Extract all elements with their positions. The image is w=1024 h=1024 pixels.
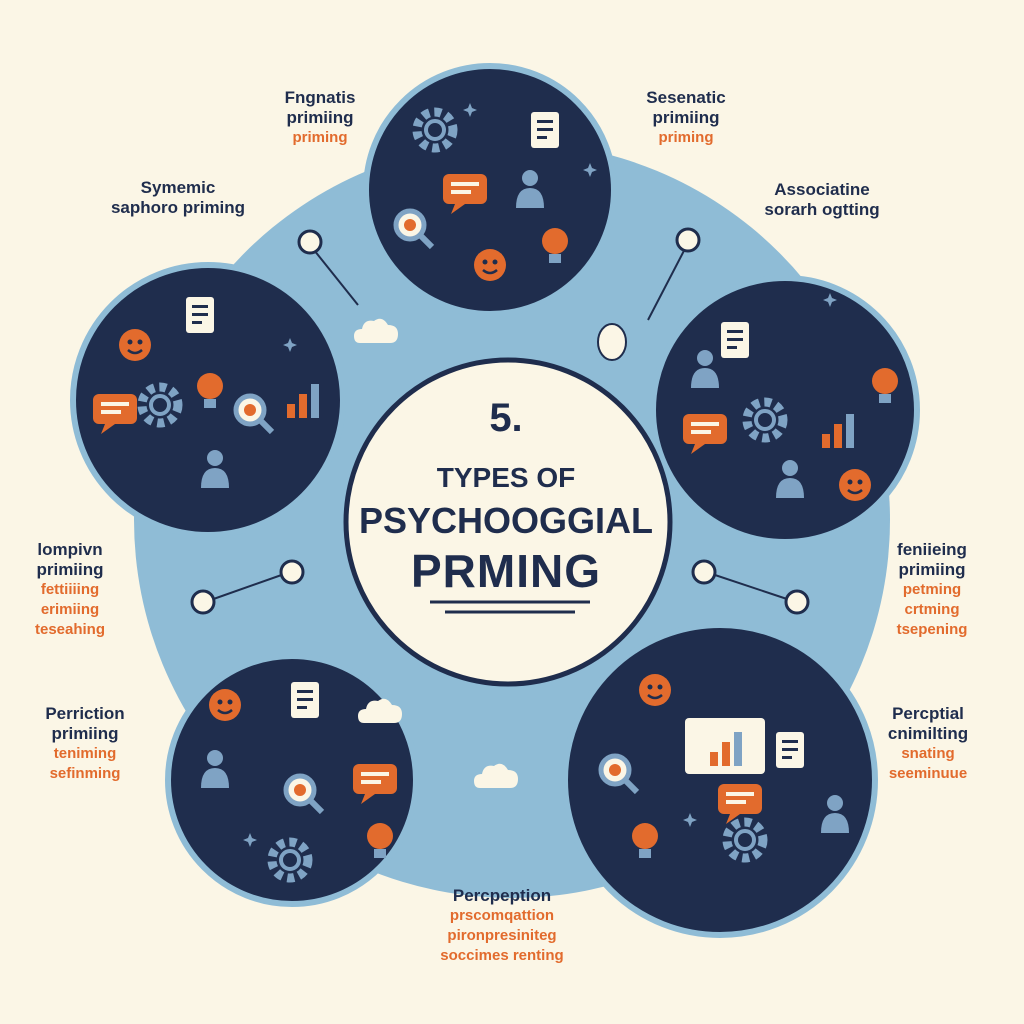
label-line: Perriction xyxy=(45,704,125,723)
label-line: seeminuue xyxy=(888,765,968,782)
label-line: soccimes renting xyxy=(440,947,564,964)
center-title: 5. TYPES OF PSYCHOOGGIAL PRMING xyxy=(346,370,666,670)
floating-clouds xyxy=(354,318,627,788)
cluster-lower-right-icons xyxy=(601,672,849,858)
label-line: sorarh ogtting xyxy=(764,200,880,219)
label-line: sefinming xyxy=(49,765,121,782)
label-line: primiing xyxy=(286,108,354,127)
label-line: teseahing xyxy=(34,621,106,638)
label-line: priming xyxy=(658,129,714,146)
label-line: priming xyxy=(292,129,348,146)
label-line: feniieing xyxy=(897,540,967,559)
label-line: primiing xyxy=(652,108,720,127)
label-line: Fngnatis xyxy=(284,88,356,107)
label-line: lompivn xyxy=(37,540,103,559)
label-line: petming xyxy=(902,581,962,598)
label-line: pironpresiniteg xyxy=(447,927,557,944)
label-line: erimiing xyxy=(40,601,100,618)
label-line: primiing xyxy=(898,560,966,579)
title-line-1: TYPES OF xyxy=(436,462,576,493)
label-line: tsepening xyxy=(896,621,968,638)
title-number: 5. xyxy=(489,396,523,440)
label-line: cnimilting xyxy=(887,724,969,743)
label-line: Percptial xyxy=(892,704,964,723)
label-line: Associatine xyxy=(774,180,870,199)
connectors xyxy=(190,227,810,615)
cluster-right xyxy=(650,275,920,545)
label-line: crtming xyxy=(904,601,960,618)
label-line: snating xyxy=(901,745,955,762)
title-line-3: PRMING xyxy=(411,545,601,597)
label-line: teniming xyxy=(53,745,117,762)
title-line-2: PSYCHOOGGIAL xyxy=(358,500,654,541)
center-underline xyxy=(430,600,590,614)
label-line: Symemic xyxy=(140,178,216,197)
label-line: primiing xyxy=(51,724,119,743)
label-bottom: Percpeption prscomqattion pironpresiniteg s… xyxy=(402,886,602,966)
label-line: Percpeption xyxy=(452,886,552,905)
label-line: Sesenatic xyxy=(646,88,726,107)
label-line: primiing xyxy=(36,560,104,579)
label-line: fettiiiing xyxy=(40,581,100,598)
label-line: prscomqattion xyxy=(449,907,555,924)
label-line: saphoro priming xyxy=(110,198,246,217)
